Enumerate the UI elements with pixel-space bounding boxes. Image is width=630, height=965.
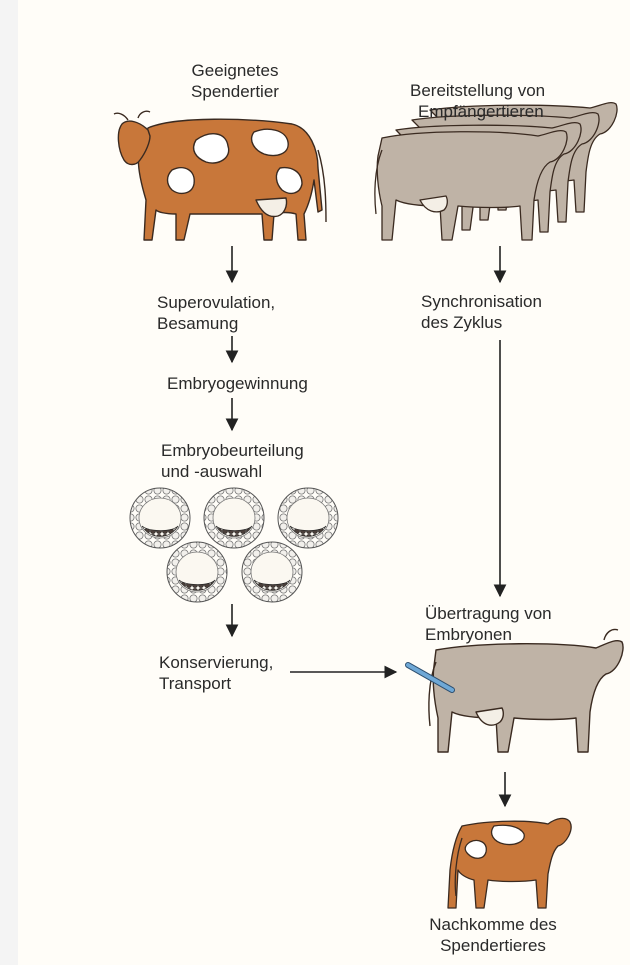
offspring-label: Nachkomme des Spendertieres (418, 914, 568, 956)
embryo-evaluation-label: Embryobeurteilung und -auswahl (161, 440, 304, 482)
conservation-label: Konservierung, Transport (159, 652, 273, 694)
superovulation-label: Superovulation, Besamung (157, 292, 275, 334)
transfer-label: Übertragung von Embryonen (425, 603, 552, 645)
recipient-herd-icon (375, 103, 617, 240)
embryo-icon (204, 488, 264, 548)
donor-label: Geeignetes Spendertier (160, 60, 310, 102)
embryo-icon (278, 488, 338, 548)
recipients-label: Bereitstellung von Empfängertieren (410, 80, 545, 122)
synchronisation-label: Synchronisation des Zyklus (421, 291, 542, 333)
donor-cow-icon (114, 111, 326, 240)
calf-icon (448, 818, 571, 908)
embryo-icon (242, 542, 302, 602)
recipient-cow-icon (429, 629, 623, 752)
embryo-icon (167, 542, 227, 602)
embryo-group (130, 488, 338, 602)
embryo-icon (130, 488, 190, 548)
embryo-recovery-label: Embryogewinnung (167, 373, 308, 394)
